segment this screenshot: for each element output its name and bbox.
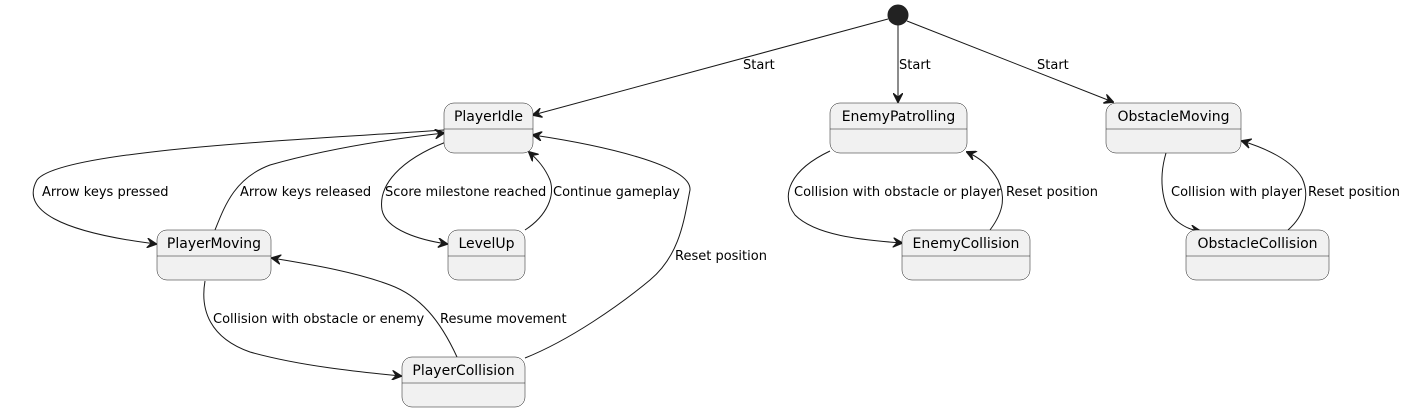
- edge-player-moving-to-collision: [203, 280, 401, 376]
- edge-label-arrow-keys-pressed: Arrow keys pressed: [42, 185, 169, 200]
- edge-label-reset-position-enemy: Reset position: [1006, 185, 1098, 200]
- state-enemy-collision: EnemyCollision: [901, 229, 1031, 281]
- state-obstacle-moving: ObstacleMoving: [1105, 102, 1242, 154]
- edge-label-collision-player: Collision with player: [1171, 185, 1303, 200]
- edge-obstacle-collision-to-moving: [1242, 141, 1307, 231]
- edge-label-resume-movement: Resume movement: [440, 312, 567, 327]
- edge-label-arrow-keys-released: Arrow keys released: [240, 185, 371, 200]
- state-level-up: LevelUp: [447, 229, 526, 281]
- state-player-collision: PlayerCollision: [401, 356, 526, 408]
- state-label-enemy-patrolling: EnemyPatrolling: [842, 109, 956, 125]
- transitions: Start Start Start Arrow keys pressed Arr…: [32, 18, 1400, 376]
- state-label-enemy-collision: EnemyCollision: [913, 236, 1020, 252]
- state-player-idle: PlayerIdle: [443, 102, 534, 154]
- state-label-obstacle-moving: ObstacleMoving: [1117, 109, 1229, 125]
- edge-player-idle-to-moving: [32, 129, 445, 244]
- edge-player-collision-to-moving: [272, 258, 458, 358]
- state-player-moving: PlayerMoving: [156, 229, 272, 281]
- edge-enemy-collision-to-patrolling: [967, 152, 1003, 231]
- edge-label-score-milestone: Score milestone reached: [385, 185, 546, 200]
- edge-player-moving-to-idle: [214, 133, 444, 231]
- edge-start-obstacle-moving: [906, 20, 1113, 102]
- edge-label-collision-obstacle-player: Collision with obstacle or player: [794, 185, 1002, 200]
- edge-label-collision-obstacle-enemy: Collision with obstacle or enemy: [213, 312, 425, 327]
- edge-label-reset-position-player: Reset position: [675, 249, 767, 264]
- state-label-level-up: LevelUp: [458, 236, 514, 252]
- edge-obstacle-moving-to-collision: [1161, 152, 1200, 231]
- states: PlayerIdle PlayerMoving LevelUp PlayerCo…: [156, 102, 1330, 408]
- edge-label-reset-position-obstacle: Reset position: [1308, 185, 1400, 200]
- edge-start-player-idle: [533, 18, 889, 115]
- initial-state-node: [887, 4, 909, 26]
- state-obstacle-collision: ObstacleCollision: [1185, 229, 1330, 281]
- edge-enemy-patrolling-to-collision: [787, 150, 902, 243]
- state-label-player-collision: PlayerCollision: [412, 363, 514, 379]
- edge-label-continue-gameplay: Continue gameplay: [553, 185, 680, 200]
- state-label-player-idle: PlayerIdle: [454, 109, 523, 125]
- edge-label-start-player: Start: [743, 58, 775, 73]
- edge-label-start-enemy: Start: [899, 58, 931, 73]
- state-label-player-moving: PlayerMoving: [167, 236, 261, 252]
- edge-levelup-to-player-idle: [524, 152, 553, 231]
- edge-player-collision-to-idle: [524, 135, 691, 359]
- edge-player-idle-to-levelup: [381, 141, 447, 244]
- edge-label-start-obstacle: Start: [1037, 58, 1069, 73]
- state-enemy-patrolling: EnemyPatrolling: [829, 102, 968, 154]
- state-label-obstacle-collision: ObstacleCollision: [1197, 236, 1317, 252]
